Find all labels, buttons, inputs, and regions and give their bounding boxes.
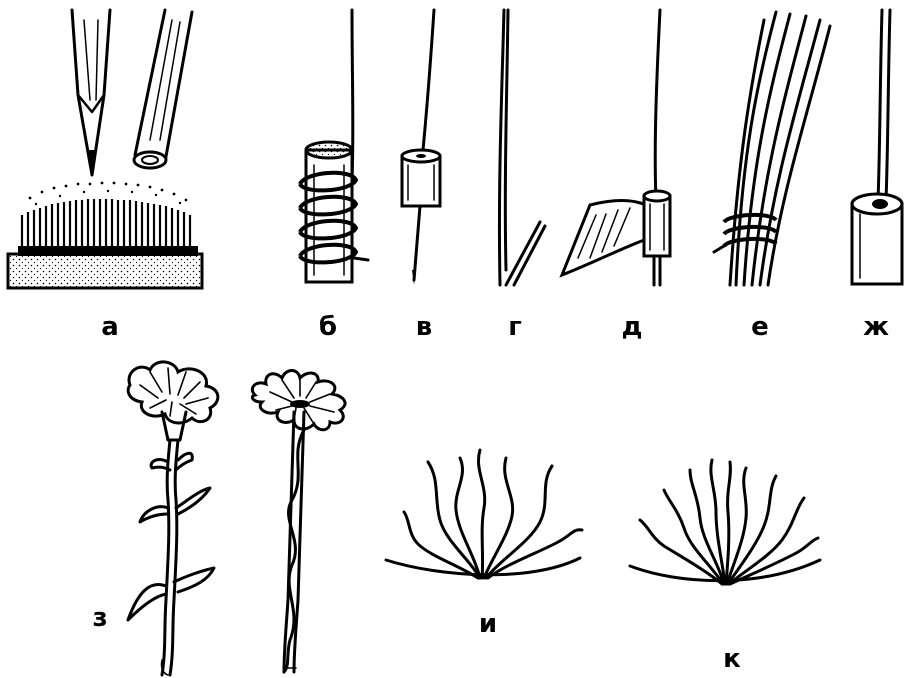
label-b: б: [319, 312, 337, 342]
panel-g-cut-wire: [499, 10, 545, 285]
label-g: г: [508, 312, 522, 342]
label-zh: ж: [863, 312, 889, 342]
kenzan-pins: [22, 199, 190, 246]
label-i: и: [479, 609, 497, 639]
panel-k-stem-arrangement: [630, 460, 820, 584]
label-k: к: [723, 644, 741, 674]
panel-zh-bead-end: [852, 10, 902, 284]
kenzan-base: [8, 254, 202, 288]
label-e: е: [751, 312, 769, 342]
tape-strip: [562, 200, 650, 275]
panel-b-wire-coil: [300, 10, 368, 282]
kenzan-pin-tips: [29, 182, 188, 206]
tube-icon: [134, 10, 192, 168]
daisy-center: [290, 400, 310, 408]
label-v: в: [416, 312, 432, 342]
panel-i-stem-arrangement: [386, 450, 582, 578]
label-a: а: [101, 312, 119, 342]
label-d: д: [622, 312, 643, 342]
pencil-icon: [72, 10, 110, 175]
daisy-flower: [252, 371, 345, 673]
label-z: з: [92, 603, 107, 633]
panel-z-flowers: [128, 362, 345, 675]
kenzan-plate: [18, 246, 198, 256]
carnation-flower: [128, 362, 218, 675]
panel-e-wire-bundle: [714, 12, 830, 285]
panel-v-bead: [402, 10, 440, 285]
panel-d-tape: [562, 10, 670, 285]
panel-a-kenzan: [8, 10, 202, 288]
